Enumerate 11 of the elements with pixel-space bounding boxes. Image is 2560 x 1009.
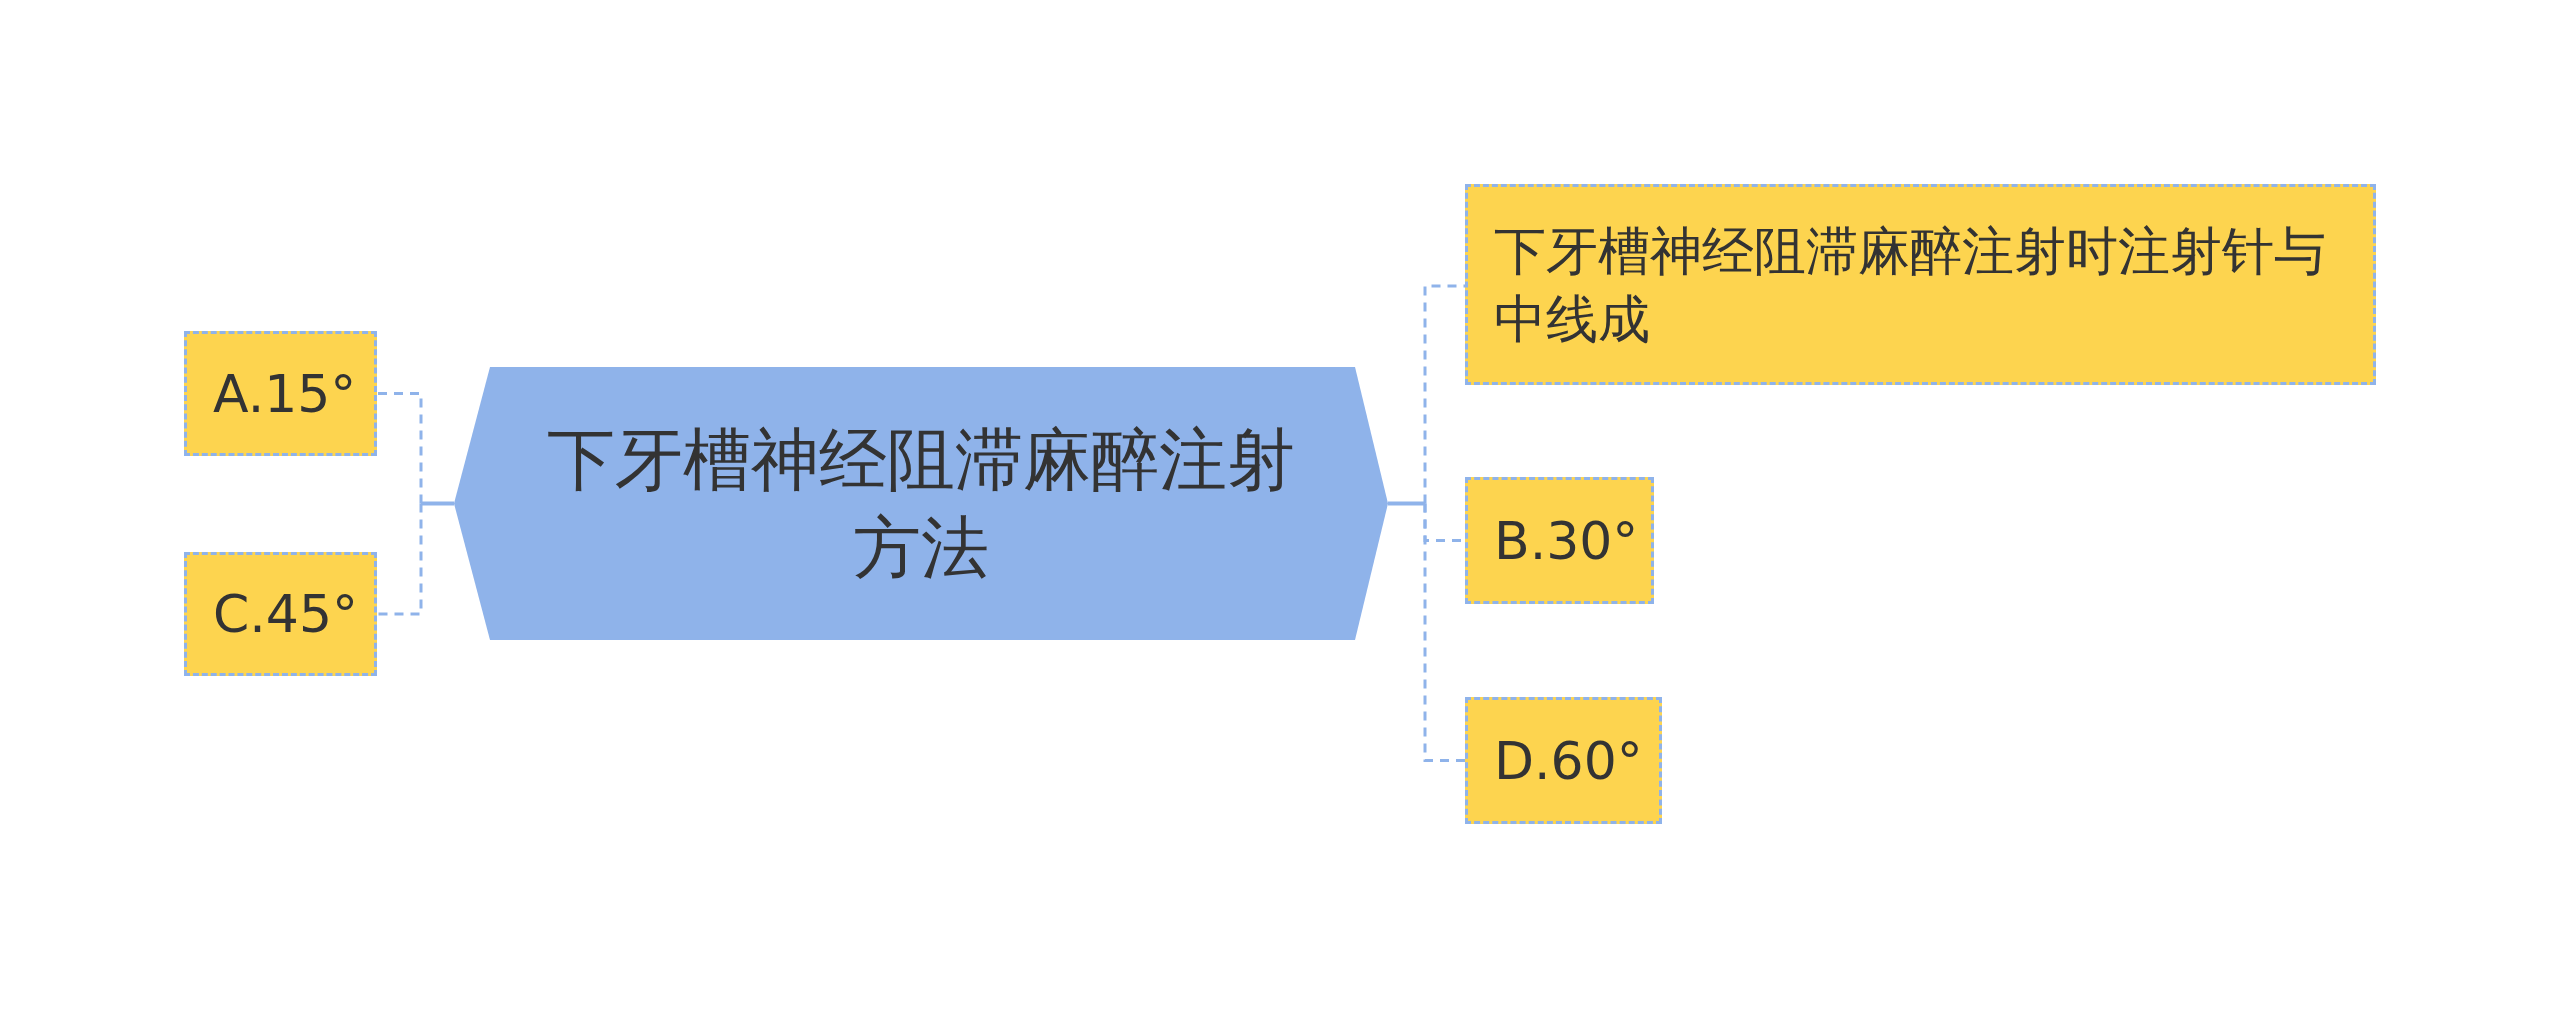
connector-line <box>377 503 423 616</box>
connector-line <box>1423 284 1465 504</box>
answer-box: 下牙槽神经阻滞麻醉注射时注射针与中线成 <box>1465 184 2376 385</box>
answer-box: A.15° <box>184 331 377 456</box>
answer-box: C.45° <box>184 552 377 676</box>
connector-line <box>1423 503 1465 762</box>
answer-box: D.60° <box>1465 697 1662 824</box>
answer-box: B.30° <box>1465 477 1654 604</box>
hexagon-node <box>454 367 1388 640</box>
connector-line <box>377 392 423 504</box>
node-label: 下牙槽神经阻滞麻醉注射方法 <box>546 418 1296 589</box>
